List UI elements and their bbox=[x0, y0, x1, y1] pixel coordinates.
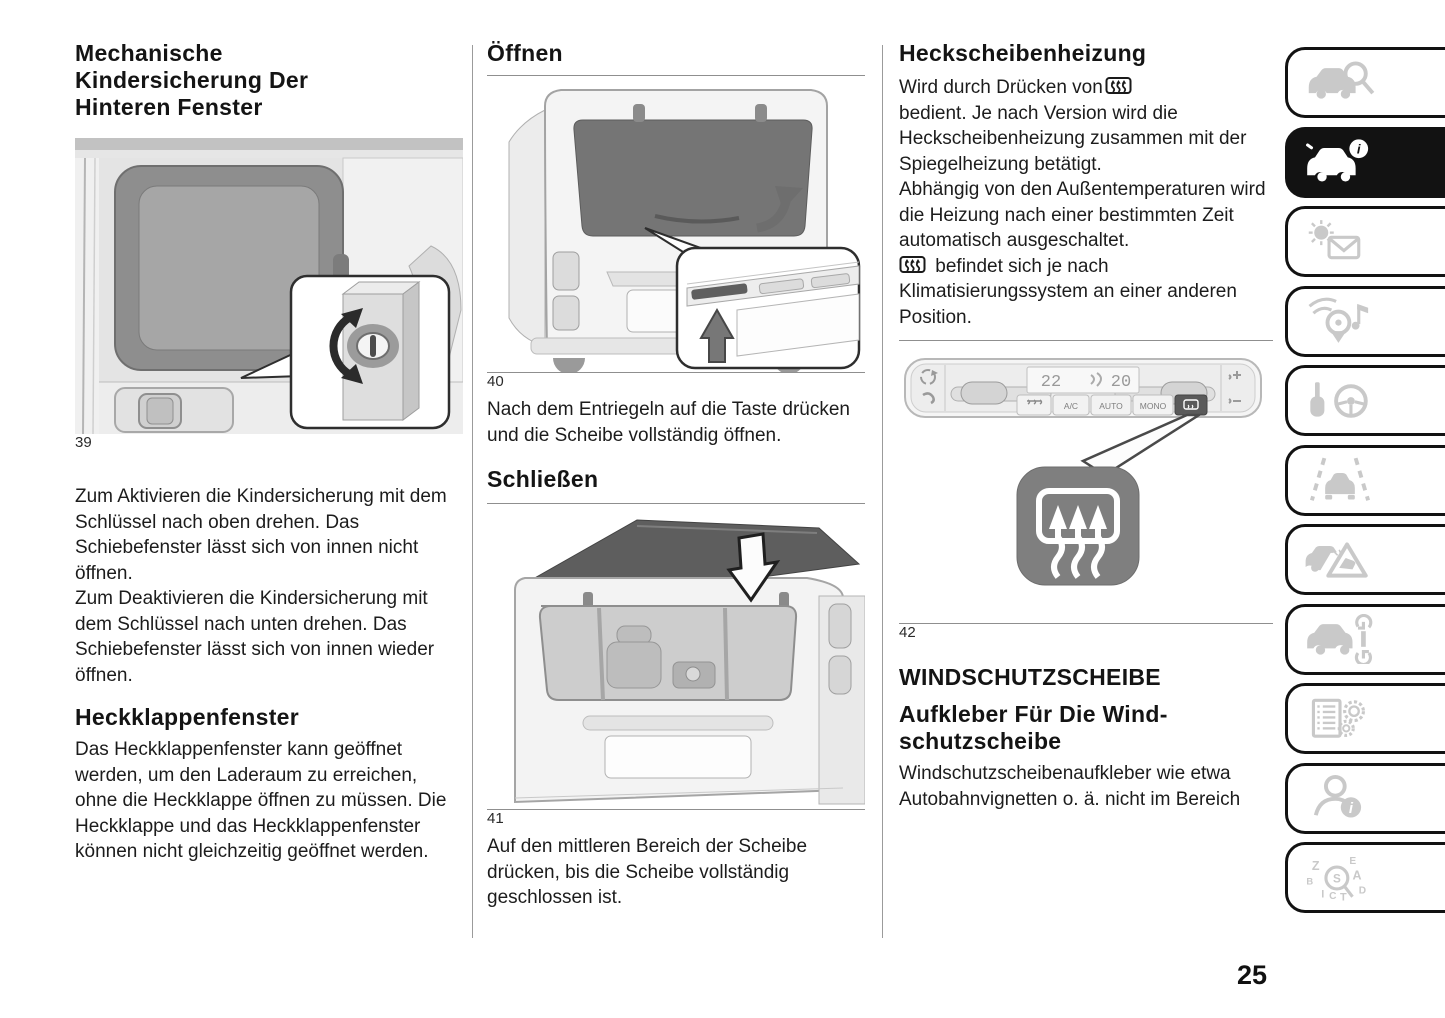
sidebar-tab-driver-assistance bbox=[1285, 444, 1445, 516]
figure-top-rule bbox=[487, 75, 865, 76]
column-divider-left bbox=[472, 45, 474, 938]
car-info-icon: i bbox=[1302, 137, 1378, 187]
figure-39-illustration bbox=[75, 136, 463, 434]
figure-40-illustration bbox=[487, 76, 865, 372]
fan-plus-icon bbox=[1228, 371, 1241, 380]
figure-bottom-rule bbox=[487, 372, 865, 373]
sidebar-tab-in-emergency bbox=[1285, 524, 1445, 595]
figure-40-caption: 40 bbox=[487, 373, 504, 390]
figure-42-illustration: 22 20 A/C AUTO MONO bbox=[899, 349, 1273, 617]
figure-39-caption: 39 bbox=[75, 434, 92, 451]
sidebar-tab-multimedia-navigation bbox=[1285, 285, 1445, 357]
heading-line: Kindersicherung Der bbox=[75, 67, 309, 93]
temp-right-display: 20 bbox=[1111, 373, 1131, 392]
figure-bottom-rule bbox=[487, 809, 865, 810]
heading-line: Mechanische bbox=[75, 40, 223, 66]
temp-left-display: 22 bbox=[1041, 373, 1061, 392]
ac-button-label: A/C bbox=[1064, 401, 1078, 411]
open-paragraph: Nach dem Entriegeln auf die Taste drücke… bbox=[487, 399, 850, 446]
climate-buttons: A/C AUTO MONO bbox=[1016, 394, 1208, 416]
page-number: 25 bbox=[1237, 960, 1268, 990]
svg-text:D: D bbox=[1359, 885, 1366, 896]
rear-window-defrost-icon bbox=[899, 255, 926, 273]
car-search-icon bbox=[1302, 58, 1378, 108]
sidebar-tab-knowing-the-vehicle bbox=[1285, 47, 1445, 118]
figure-top-rule bbox=[899, 340, 1273, 341]
column-divider-right bbox=[882, 45, 884, 938]
key-steering-icon bbox=[1302, 376, 1378, 426]
paragraph: Zum Aktivieren die Kindersicherung mit d… bbox=[75, 486, 447, 584]
svg-text:B: B bbox=[1306, 876, 1313, 886]
rear-defrost-paragraphs: Wird durch Drücken von bedient. Je nach … bbox=[899, 75, 1273, 330]
sidebar-tab-starting-and-driving bbox=[1285, 365, 1445, 436]
fan-minus-icon bbox=[1228, 398, 1241, 404]
figure-41-caption: 41 bbox=[487, 810, 504, 827]
auto-button-label: AUTO bbox=[1099, 401, 1123, 411]
paragraph: Wird durch Drücken von bbox=[899, 77, 1103, 98]
lane-assist-car-icon bbox=[1302, 455, 1378, 505]
wifi-pin-music-icon bbox=[1302, 296, 1378, 346]
heading-line: Aufkleber Für Die Wind- bbox=[899, 701, 1168, 727]
mono-button-label: MONO bbox=[1140, 401, 1167, 411]
heading-line: Hinteren Fenster bbox=[75, 94, 263, 120]
heading-windshield: WINDSCHUTZSCHEIBE bbox=[899, 664, 1161, 690]
heading-open: Öffnen bbox=[487, 40, 563, 66]
sidebar-tab-vehicle-information: i bbox=[1285, 126, 1445, 198]
middle-column: Öffnen bbox=[487, 40, 865, 911]
left-column: Mechanische Kindersicherung Der Hinteren… bbox=[75, 40, 463, 865]
sidebar-tab-servicing-and-maintenance bbox=[1285, 603, 1445, 675]
figure-top-rule bbox=[487, 503, 865, 504]
svg-text:I: I bbox=[1321, 888, 1324, 900]
section-heading-child-lock: Mechanische Kindersicherung Der Hinteren… bbox=[75, 40, 463, 121]
person-info-icon: i bbox=[1302, 773, 1378, 823]
svg-text:A: A bbox=[1353, 868, 1362, 882]
windshield-sticker-paragraph: Windschutzscheibenaufkleber wie etwa Aut… bbox=[899, 763, 1241, 810]
heading-close: Schließen bbox=[487, 466, 599, 492]
sun-envelope-icon bbox=[1302, 217, 1378, 267]
sidebar-tab-technical-data bbox=[1285, 683, 1445, 754]
figure-bottom-rule bbox=[899, 623, 1273, 624]
svg-text:C: C bbox=[1329, 891, 1337, 902]
paragraph: bedient. Je nach Version wird die Hecksc… bbox=[899, 102, 1247, 175]
svg-text:i: i bbox=[1349, 801, 1354, 817]
sidebar-tab-warning-lights-messages bbox=[1285, 206, 1445, 277]
right-column: Heckscheibenheizung Wird durch Drücken v… bbox=[899, 40, 1273, 812]
rear-window-defrost-icon bbox=[1105, 77, 1132, 94]
car-warning-triangle-icon bbox=[1302, 535, 1378, 585]
figure-41-illustration bbox=[487, 504, 865, 809]
car-wrench-icon bbox=[1302, 614, 1378, 664]
svg-text:Z: Z bbox=[1312, 859, 1320, 873]
child-lock-paragraphs: Zum Aktivieren die Kindersicherung mit d… bbox=[75, 484, 463, 688]
subheading-tailgate-window: Heckklappenfenster bbox=[75, 704, 299, 730]
svg-text:i: i bbox=[1357, 141, 1361, 156]
svg-text:E: E bbox=[1349, 855, 1356, 866]
figure-42-caption: 42 bbox=[899, 624, 916, 641]
paragraph: Zum Deaktivieren die Kindersicherung mit… bbox=[75, 588, 435, 686]
tailgate-window-paragraph: Das Heckklappenfenster kann geöffnet wer… bbox=[75, 739, 447, 862]
svg-text:S: S bbox=[1333, 872, 1341, 885]
svg-text:T: T bbox=[1340, 891, 1347, 902]
sidebar-tab-customer-information: i bbox=[1285, 762, 1445, 834]
close-paragraph: Auf den mittleren Bereich der Scheibe dr… bbox=[487, 836, 808, 908]
subheading-windshield-sticker: Aufkleber Für Die Wind- schutzscheibe bbox=[899, 701, 1273, 755]
paragraph: Abhängig von den Außentemperaturen wird … bbox=[899, 179, 1266, 251]
paragraph: befindet sich je nach Klimatisierungssys… bbox=[899, 255, 1237, 328]
heading-rear-defrost: Heckscheibenheizung bbox=[899, 40, 1147, 66]
list-gears-icon bbox=[1302, 694, 1378, 744]
heading-line: schutzscheibe bbox=[899, 728, 1062, 754]
